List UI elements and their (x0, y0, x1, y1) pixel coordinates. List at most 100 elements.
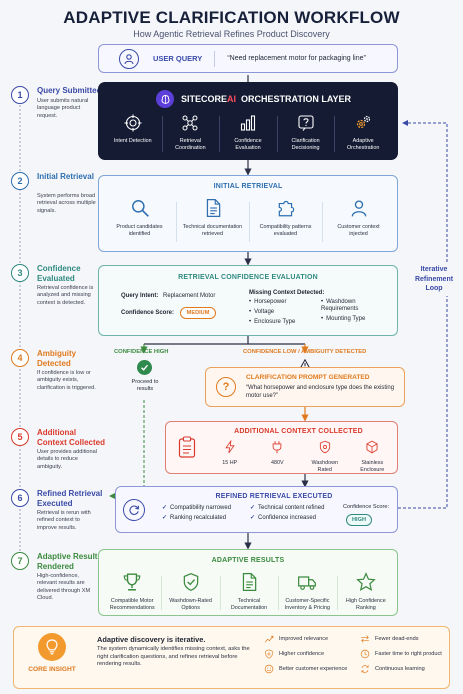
adaptive-results-items: Compatible Motor Recommendations Washdown… (103, 572, 395, 611)
list-item: Confidence increased (250, 515, 324, 522)
loop-icon (360, 664, 370, 674)
additional-context-label: 15 HP (222, 459, 238, 466)
user-icon (119, 48, 139, 69)
document-icon (239, 572, 259, 598)
additional-context-label: Washdown Rated (311, 459, 338, 473)
divider (322, 202, 323, 242)
step-item: 3 Confidence Evaluated (11, 264, 81, 283)
question-icon (297, 114, 315, 138)
clarification-title: CLARIFICATION PROMPT GENERATED (246, 374, 370, 381)
orchestration-item: Retrieval Coordination (161, 114, 220, 152)
score-badge-high: HIGH (346, 514, 372, 526)
initial-retrieval-title: INITIAL RETRIEVAL (213, 183, 283, 190)
adaptive-result-label: Technical Documentation (230, 597, 268, 611)
insight-headline: Adaptive discovery is iterative. (97, 635, 206, 644)
additional-context-label: 480V (270, 459, 284, 466)
list-item: Horsepower (249, 299, 295, 306)
user-query-text: “Need replacement motor for packaging li… (227, 55, 366, 62)
branch-low-label: CONFIDENCE LOW / AMBIGUITY DETECTED (243, 349, 367, 355)
core-insight-badge: CORE INSIGHT (28, 666, 76, 673)
initial-retrieval-label: Customer context injected (337, 223, 380, 237)
brain-icon (156, 90, 174, 108)
divider (161, 576, 163, 610)
divider (278, 576, 280, 610)
user-query-box: USER QUERY “Need replacement motor for p… (98, 44, 398, 73)
benefit-label: Fewer dead-ends (375, 636, 419, 642)
list-item: Compatibility narrowed (162, 505, 231, 512)
initial-retrieval-label: Product candidates identified (116, 223, 163, 237)
adaptive-result-label: Customer-Specific Inventory & Pricing (284, 597, 331, 611)
orchestration-title: ORCHESTRATION LAYER (241, 94, 352, 104)
adaptive-result-item: Customer-Specific Inventory & Pricing (278, 572, 336, 611)
additional-context-item: 15 HP (206, 439, 254, 473)
adaptive-result-item: Technical Documentation (219, 572, 278, 611)
benefit-label: Higher confidence (279, 651, 325, 657)
clarification-prompt-box: ? CLARIFICATION PROMPT GENERATED “What h… (205, 367, 405, 407)
target-icon (124, 114, 142, 138)
truck-icon (297, 572, 317, 598)
step-title: Query Submitted (37, 86, 102, 95)
insight-text: The system dynamically identifies missin… (97, 646, 250, 668)
network-icon (181, 114, 199, 138)
refined-col1: Compatibility narrowedRanking recalculat… (162, 505, 231, 525)
orchestration-brand: SITECORE (181, 94, 228, 104)
page-title: ADAPTIVE CLARIFICATION WORKFLOW (63, 8, 400, 27)
step-title: Initial Retrieval (37, 172, 94, 181)
initial-retrieval-item: Compatibility patterns evaluated (249, 198, 322, 242)
adaptive-results-title: ADAPTIVE RESULTS (211, 557, 285, 564)
adaptive-result-item: High Confidence Ranking (336, 572, 395, 611)
step-number: 5 (11, 428, 29, 446)
step-description: If confidence is low or ambiguity exists… (37, 370, 96, 391)
step-description: User submits natural language product re… (37, 98, 89, 119)
chart-up-icon (264, 634, 274, 644)
step-description: High-confidence, relevant results are de… (37, 573, 91, 602)
user-icon (349, 198, 369, 224)
branch-high-text: Proceed to results (131, 379, 159, 392)
adaptive-result-item: Compatible Motor Recommendations (103, 572, 161, 611)
initial-retrieval-box: INITIAL RETRIEVAL Product candidates ide… (98, 175, 398, 252)
benefit-label: Better customer experience (279, 666, 348, 672)
step-number: 1 (11, 86, 29, 104)
bar-chart-icon (239, 114, 257, 138)
benefit-label: Continuous learning (375, 666, 425, 672)
list-item: Ranking recalculated (162, 515, 231, 522)
shield-icon (318, 440, 332, 460)
orchestration-item: Clarification Decisioning (276, 114, 335, 152)
divider (176, 202, 177, 242)
orchestration-item: Intent Detection (104, 114, 162, 151)
adaptive-result-item: Washdown-Rated Options (161, 572, 219, 611)
clock-icon (360, 649, 370, 659)
star-icon (356, 572, 376, 598)
list-item: Mounting Type (321, 316, 385, 323)
additional-context-title: ADDITIONAL CONTEXT COLLECTED (234, 428, 363, 435)
intent-label: Query Intent: (121, 293, 159, 299)
list-item: Enclosure Type (249, 319, 295, 326)
step-title: Confidence Evaluated (37, 264, 81, 283)
score-label: Confidence Score: (121, 310, 175, 316)
arrows-icon (360, 634, 370, 644)
adaptive-results-box: ADAPTIVE RESULTS Compatible Motor Recomm… (98, 549, 398, 616)
divider (219, 116, 221, 152)
shield-icon (264, 649, 274, 659)
initial-retrieval-label: Compatibility patterns evaluated (259, 223, 312, 237)
step-title: Ambiguity Detected (37, 349, 77, 368)
benefit-item: Continuous learning (360, 664, 448, 674)
lightbulb-icon (38, 633, 66, 661)
adaptive-result-label: Compatible Motor Recommendations (109, 597, 155, 611)
divider (161, 116, 163, 152)
orchestration-item: Confidence Evaluation (219, 114, 277, 152)
list-item: Washdown Requirements (321, 299, 385, 313)
refined-score-label: Confidence Score: (343, 504, 390, 510)
refined-col2: Technical content refinedConfidence incr… (250, 505, 324, 525)
step-number: 7 (11, 552, 29, 570)
benefit-label: Faster time to right product (375, 651, 442, 657)
shield-check-icon (181, 572, 201, 598)
divider (214, 50, 216, 67)
step-number: 3 (11, 264, 29, 282)
step-item: 1 Query Submitted (11, 86, 101, 104)
